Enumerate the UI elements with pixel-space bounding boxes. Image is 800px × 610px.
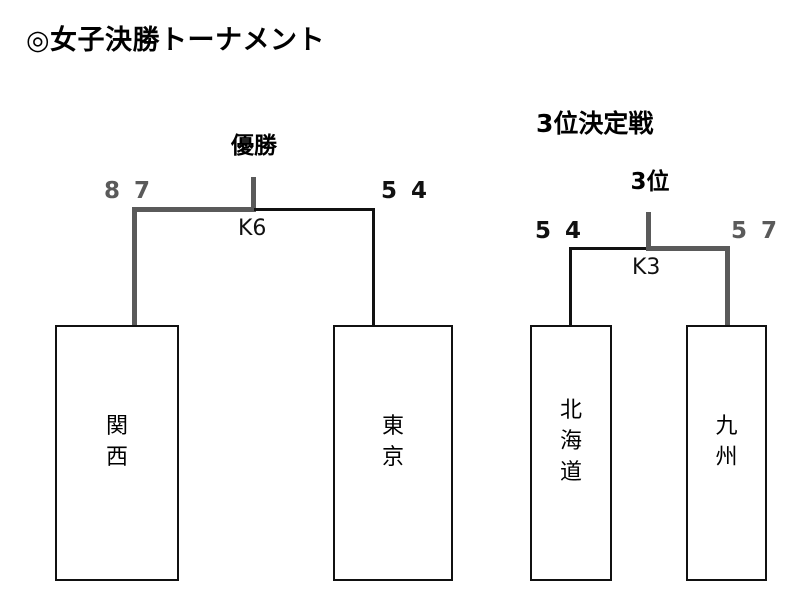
team-name-char: 北	[559, 398, 582, 423]
team-name-char: 州	[715, 445, 738, 471]
final-winner-horizontal-line	[132, 207, 256, 212]
team-box-kyushu[interactable]: 九 州	[686, 325, 767, 581]
team-name-char: 海	[559, 429, 582, 455]
third-place-label: 3位	[630, 169, 670, 195]
third-right-drop-line	[725, 246, 730, 328]
third-place-stub-line	[646, 212, 651, 250]
final-right-score: 5 4	[381, 178, 431, 204]
final-champion-label: 優勝	[231, 133, 277, 159]
page-title: ◎女子決勝トーナメント	[26, 25, 326, 56]
third-winner-horizontal-line	[646, 246, 730, 251]
team-name-kyushu: 九 州	[688, 411, 765, 473]
final-match-code: K6	[238, 216, 267, 241]
team-name-char: 関	[105, 414, 128, 439]
team-name-char: 九	[715, 414, 738, 439]
team-name-char: 道	[559, 460, 582, 486]
team-box-kansai[interactable]: 関 西	[55, 325, 179, 581]
final-left-drop-line	[132, 207, 137, 328]
team-name-kansai: 関 西	[57, 411, 177, 473]
third-match-code: K3	[632, 255, 661, 280]
team-name-hokkaido: 北 海 道	[532, 395, 610, 489]
final-left-score: 8 7	[104, 178, 154, 204]
team-name-char: 東	[381, 414, 404, 439]
third-left-score: 5 4	[535, 218, 585, 244]
team-name-tokyo: 東 京	[335, 411, 451, 473]
team-box-tokyo[interactable]: 東 京	[333, 325, 453, 581]
final-right-drop-line	[372, 208, 375, 328]
team-name-char: 西	[105, 445, 128, 471]
third-left-drop-line	[569, 247, 572, 328]
team-box-hokkaido[interactable]: 北 海 道	[530, 325, 612, 581]
third-loser-horizontal-line	[569, 247, 649, 250]
third-place-section-title: 3位決定戦	[536, 109, 654, 138]
final-loser-horizontal-line	[254, 208, 375, 211]
final-champion-stub-line	[251, 177, 256, 212]
third-right-score: 5 7	[731, 218, 781, 244]
team-name-char: 京	[381, 445, 404, 471]
